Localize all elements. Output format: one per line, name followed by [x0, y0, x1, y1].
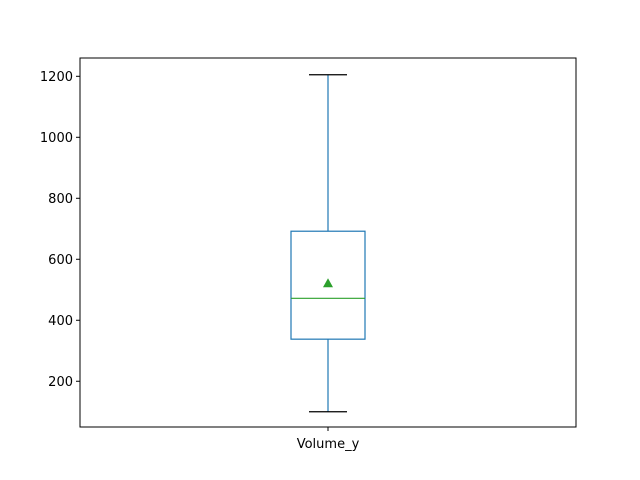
y-tick-label: 400 [48, 314, 73, 329]
y-tick-label: 200 [48, 375, 73, 390]
mean-marker [322, 278, 334, 288]
x-axis: Volume_y [297, 427, 360, 452]
y-tick-label: 1200 [40, 70, 73, 85]
box-group [290, 74, 366, 413]
iqr-box [290, 230, 366, 340]
y-tick-label: 800 [48, 192, 73, 207]
x-tick-label: Volume_y [297, 437, 360, 452]
y-axis: 200 400 600 800 1000 1200 [40, 70, 80, 390]
y-tick-label: 600 [48, 253, 73, 268]
y-tick-label: 1000 [40, 131, 73, 146]
